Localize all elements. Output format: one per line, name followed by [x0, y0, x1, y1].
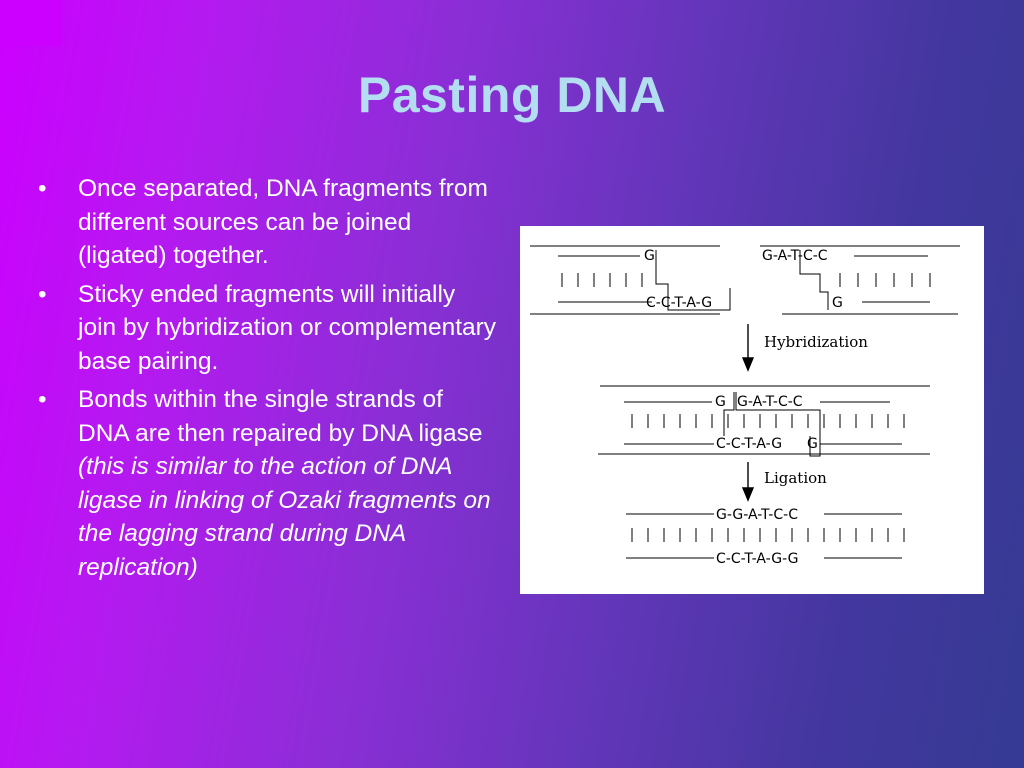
- bullet-marker: •: [38, 280, 47, 308]
- bullet-marker: •: [38, 175, 47, 202]
- stage2-top-left: G: [715, 394, 726, 410]
- stage2-top-right: G-A-T-C-C: [737, 394, 803, 410]
- dna-ligation-diagram: G C-C-T-A-G G-A-T-C-C G G G-A-T-C-C C-C-…: [520, 226, 984, 594]
- stage2-bottom-left: C-C-T-A-G: [716, 436, 782, 452]
- diagram-svg: G C-C-T-A-G G-A-T-C-C G G G-A-T-C-C C-C-…: [530, 245, 960, 567]
- ligation-label: Ligation: [764, 469, 827, 487]
- stage3-top: G-G-A-T-C-C: [716, 507, 798, 523]
- left-fragment-ticks: [561, 273, 643, 287]
- right-fragment-ticks: [839, 273, 931, 287]
- bullet-item: • Bonds within the single strands of DNA…: [38, 383, 498, 584]
- stage1-right-top: G-A-T-C-C: [762, 248, 828, 264]
- slide-title: Pasting DNA: [357, 67, 667, 123]
- stage1-right-bottom: G: [832, 295, 843, 311]
- hybridization-arrow: [741, 324, 755, 372]
- bullet-text: Bonds within the single strands of DNA a…: [78, 386, 483, 447]
- bullet-marker: •: [38, 386, 47, 413]
- stage1-left-top: G: [644, 248, 655, 264]
- bullet-italic-note: (this is similar to the action of DNA li…: [78, 453, 491, 581]
- bullet-text: Sticky ended fragments will initially jo…: [78, 280, 497, 375]
- stage3-bottom: C-C-T-A-G-G: [716, 551, 798, 567]
- bullet-item: • Sticky ended fragments will initially …: [38, 278, 498, 379]
- stage1-left-bottom: C-C-T-A-G: [646, 295, 712, 311]
- bullet-item: • Once separated, DNA fragments from dif…: [38, 172, 498, 273]
- corner-square: [0, 0, 62, 46]
- hybridization-label: Hybridization: [764, 333, 868, 351]
- bullet-list: • Once separated, DNA fragments from dif…: [38, 172, 498, 589]
- stage2-bottom-right: G: [807, 436, 818, 452]
- ligated-ticks: [631, 528, 905, 542]
- bullet-text: Once separated, DNA fragments from diffe…: [78, 175, 488, 269]
- ligation-arrow: [741, 462, 755, 502]
- hybrid-ticks: [631, 414, 905, 428]
